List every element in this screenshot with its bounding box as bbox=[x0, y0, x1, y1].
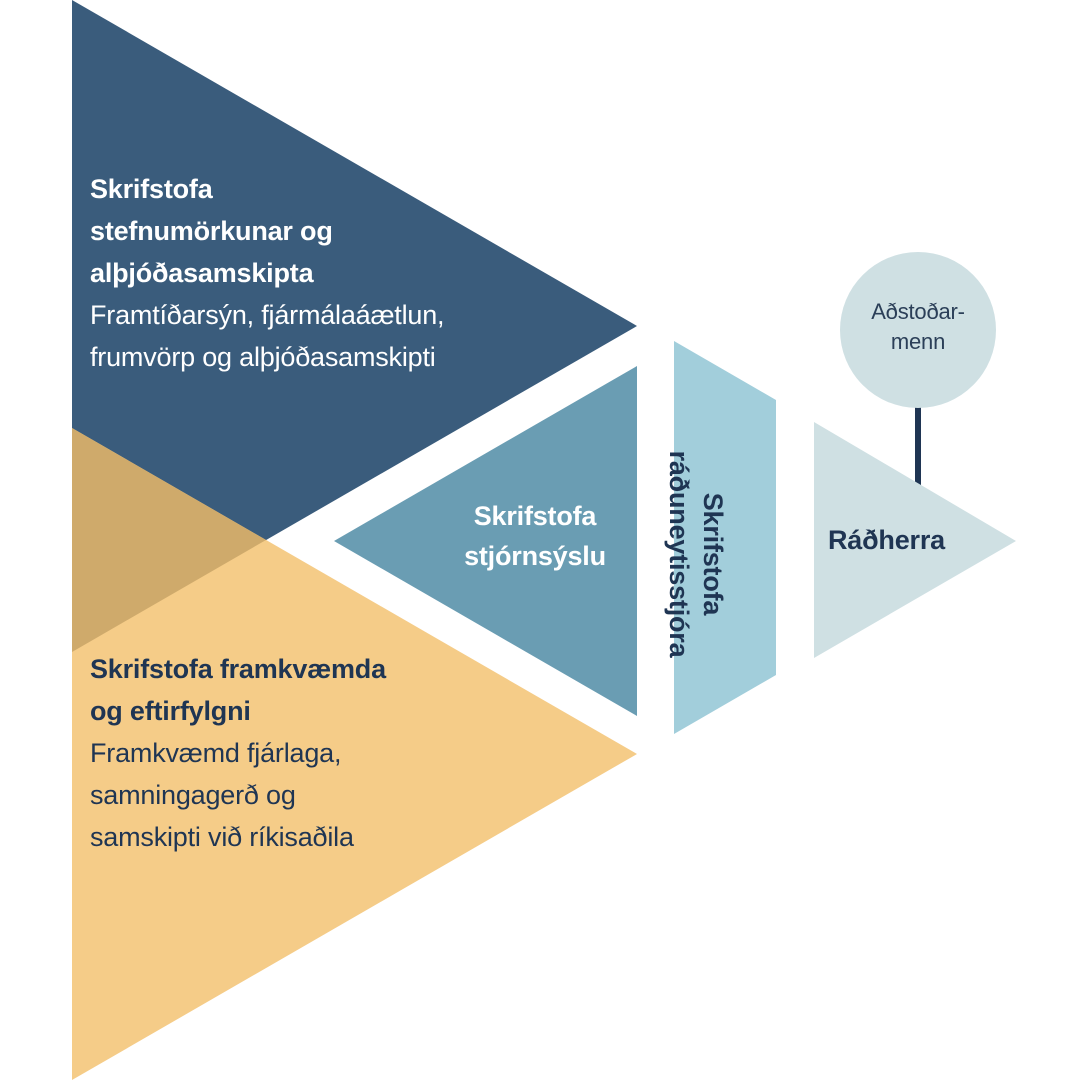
overlap-region bbox=[72, 428, 266, 652]
secretary-office-trapezoid bbox=[674, 341, 776, 734]
operations-title-line: og eftirfylgni bbox=[90, 696, 251, 726]
policy-title-line: stefnumörkunar og bbox=[90, 216, 333, 246]
policy-title-line: Skrifstofa bbox=[90, 174, 213, 204]
policy-office-label: Skrifstofa stefnumörkunar og alþjóðasams… bbox=[90, 168, 445, 378]
secretary-title-line: Skrifstofa bbox=[698, 492, 728, 616]
advisers-label-line: menn bbox=[890, 329, 946, 354]
operations-description-line: Framkvæmd fjárlaga, bbox=[90, 738, 342, 768]
policy-title-line: alþjóðasamskipta bbox=[90, 258, 314, 288]
policy-description-line: Framtíðarsýn, fjármálaáætlun, bbox=[90, 300, 445, 330]
administration-office-triangle bbox=[334, 366, 637, 716]
administration-office-label: Skrifstofa stjórnsýslu bbox=[440, 496, 630, 576]
secretary-office-label: Skrifstofa ráðuneytisstjóra bbox=[660, 444, 730, 664]
advisers-circle bbox=[840, 252, 996, 408]
advisers-label-line: Aðstoðar- bbox=[871, 299, 965, 324]
policy-description-line: frumvörp og alþjóðasamskipti bbox=[90, 342, 436, 372]
operations-office-triangle bbox=[72, 428, 637, 1080]
administration-title-line: Skrifstofa bbox=[473, 501, 597, 531]
operations-description-line: samningagerð og bbox=[90, 780, 296, 810]
minister-title: Ráðherra bbox=[828, 525, 945, 555]
operations-title-line: Skrifstofa framkvæmda bbox=[90, 654, 386, 684]
policy-office-triangle bbox=[72, 0, 637, 652]
administration-title-line: stjórnsýslu bbox=[464, 541, 606, 571]
operations-office-label: Skrifstofa framkvæmda og eftirfylgni Fra… bbox=[90, 648, 386, 858]
operations-description-line: samskipti við ríkisaðila bbox=[90, 822, 354, 852]
minister-triangle bbox=[814, 422, 1016, 658]
advisers-label: Aðstoðar- menn bbox=[848, 297, 988, 357]
minister-label: Ráðherra bbox=[828, 519, 945, 561]
secretary-title-line: ráðuneytisstjóra bbox=[664, 450, 694, 658]
